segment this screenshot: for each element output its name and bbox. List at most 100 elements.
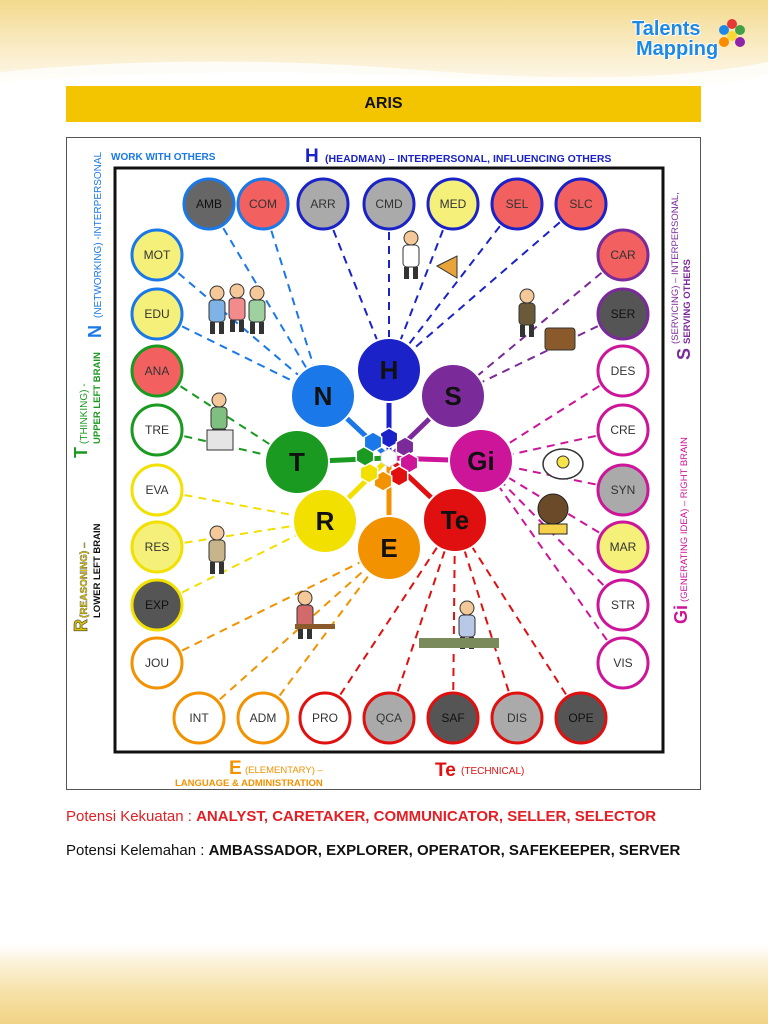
talent-circle: [296, 177, 350, 231]
talent-circle-label: SAF: [441, 711, 464, 725]
connector-line: [454, 519, 518, 719]
talent-circle-label: EVA: [145, 483, 168, 497]
connector-line: [262, 547, 390, 719]
talents-mapping-logo: Talents Mapping: [626, 14, 746, 68]
center-circle-gi: [448, 428, 514, 494]
talent-circle-label: CMD: [375, 197, 403, 211]
talent-circle: [236, 691, 290, 745]
talent-circle-label: AMB: [196, 197, 222, 211]
talent-circle: [426, 177, 480, 231]
talent-circle: [490, 691, 544, 745]
talent-circle-label: MOT: [144, 248, 171, 262]
talent-circle: [298, 691, 352, 745]
talent-circle: [172, 691, 226, 745]
center-circle-label: Gi: [467, 446, 494, 476]
logo-text-line2: Mapping: [636, 38, 719, 60]
desk-icon: [206, 429, 234, 451]
talent-circle: [554, 177, 608, 231]
talent-circle-label: SEL: [506, 197, 529, 211]
hub-hexagon: [373, 470, 393, 492]
talent-circle-label: SER: [611, 307, 636, 321]
label-h-letter: H: [305, 146, 319, 167]
person-figure-icon: [402, 230, 420, 279]
person-figure-icon: [296, 590, 314, 639]
talent-circle-label: CAR: [610, 248, 636, 262]
hub-hexagon: [395, 436, 415, 458]
talent-circle-label: SYN: [611, 483, 636, 497]
talent-circle-label: EDU: [144, 307, 169, 321]
talent-circle: [596, 228, 650, 282]
weakness-line: Potensi Kelemahan : AMBASSADOR, EXPLORER…: [66, 842, 680, 859]
label-te-letter: Te: [435, 760, 456, 781]
talent-circle: [596, 463, 650, 517]
person-figure-icon: [228, 283, 246, 332]
talent-circle: [130, 287, 184, 341]
talent-circle: [130, 463, 184, 517]
talent-circle: [596, 344, 650, 398]
label-h-description: (HEADMAN) – INTERPERSONAL, INFLUENCING O…: [325, 153, 611, 165]
talent-circle-label: EXP: [145, 598, 169, 612]
label-n-description: (NETWORKING) -INTERPERSONAL: [93, 151, 104, 318]
connector-line: [480, 429, 624, 462]
talent-circle-label: JOU: [145, 656, 169, 670]
hub-hexagon: [389, 465, 409, 487]
label-t-letter: T: [71, 447, 91, 458]
talent-circle-label: CRE: [610, 423, 635, 437]
label-e-description: (ELEMENTARY) –: [245, 765, 323, 776]
connector-line: [452, 254, 624, 397]
connector-line: [388, 203, 518, 371]
talent-circle-label: ARR: [310, 197, 336, 211]
connector-line: [388, 203, 582, 371]
label-gi-description: (GENERATING IDEA) – RIGHT BRAIN: [679, 437, 690, 602]
talent-circle-label: QCA: [376, 711, 402, 725]
person-figure-icon: [518, 288, 536, 337]
center-circle-label: N: [314, 381, 333, 411]
workbench-icon: [419, 638, 499, 648]
label-s-description: (SERVICING) – INTERPERSONAL,: [670, 192, 681, 344]
talent-circle: [182, 177, 236, 231]
strength-value: ANALYST, CARETAKER, COMMUNICATOR, SELLER…: [196, 808, 657, 825]
label-r-brain: LOWER LEFT BRAIN: [92, 523, 103, 618]
center-circle-label: Te: [441, 505, 469, 535]
talent-circle-label: STR: [611, 598, 635, 612]
hub-hexagon: [363, 431, 383, 453]
talent-circle-label: DES: [611, 364, 636, 378]
talent-circle-label: ANA: [145, 364, 170, 378]
hub-center-hexagon: [380, 448, 398, 468]
talent-circle: [130, 520, 184, 574]
talent-circle-label: SLC: [569, 197, 593, 211]
connector-line: [454, 519, 582, 719]
talent-circle: [596, 636, 650, 690]
weakness-value: AMBASSADOR, EXPLORER, OPERATOR, SAFEKEEP…: [208, 842, 681, 859]
label-t-brain: UPPER LEFT BRAIN: [92, 352, 103, 444]
center-circle-label: H: [380, 355, 399, 385]
logo-text-line1: Talents: [632, 18, 701, 40]
label-n-letter: N: [85, 325, 105, 338]
label-t-description: (THINKING) -: [79, 383, 90, 444]
strength-label: Potensi Kekuatan :: [66, 808, 197, 825]
idea-person-icon: [537, 493, 569, 525]
connector-line: [324, 519, 456, 719]
talent-circle: [130, 344, 184, 398]
center-circle-s: [420, 363, 486, 429]
talent-circle-label: INT: [189, 711, 209, 725]
center-circle-h: [356, 337, 422, 403]
connector-line: [156, 547, 390, 664]
talent-circle: [490, 177, 544, 231]
megaphone-icon: [435, 255, 458, 279]
connector-line: [388, 519, 456, 719]
connector-line: [322, 203, 390, 371]
talent-circle: [596, 287, 650, 341]
center-circle-te: [422, 487, 488, 553]
person-figure-icon: [208, 525, 226, 574]
talent-circle-label: RES: [145, 540, 170, 554]
center-circle-label: R: [316, 506, 335, 536]
talent-circle: [130, 228, 184, 282]
luggage-icon: [544, 327, 576, 351]
center-circle-t: [264, 429, 330, 495]
talent-circle-label: ADM: [250, 711, 277, 725]
center-circle-label: S: [444, 381, 461, 411]
talent-circle-label: DIS: [507, 711, 527, 725]
person-figure-icon: [208, 285, 226, 334]
